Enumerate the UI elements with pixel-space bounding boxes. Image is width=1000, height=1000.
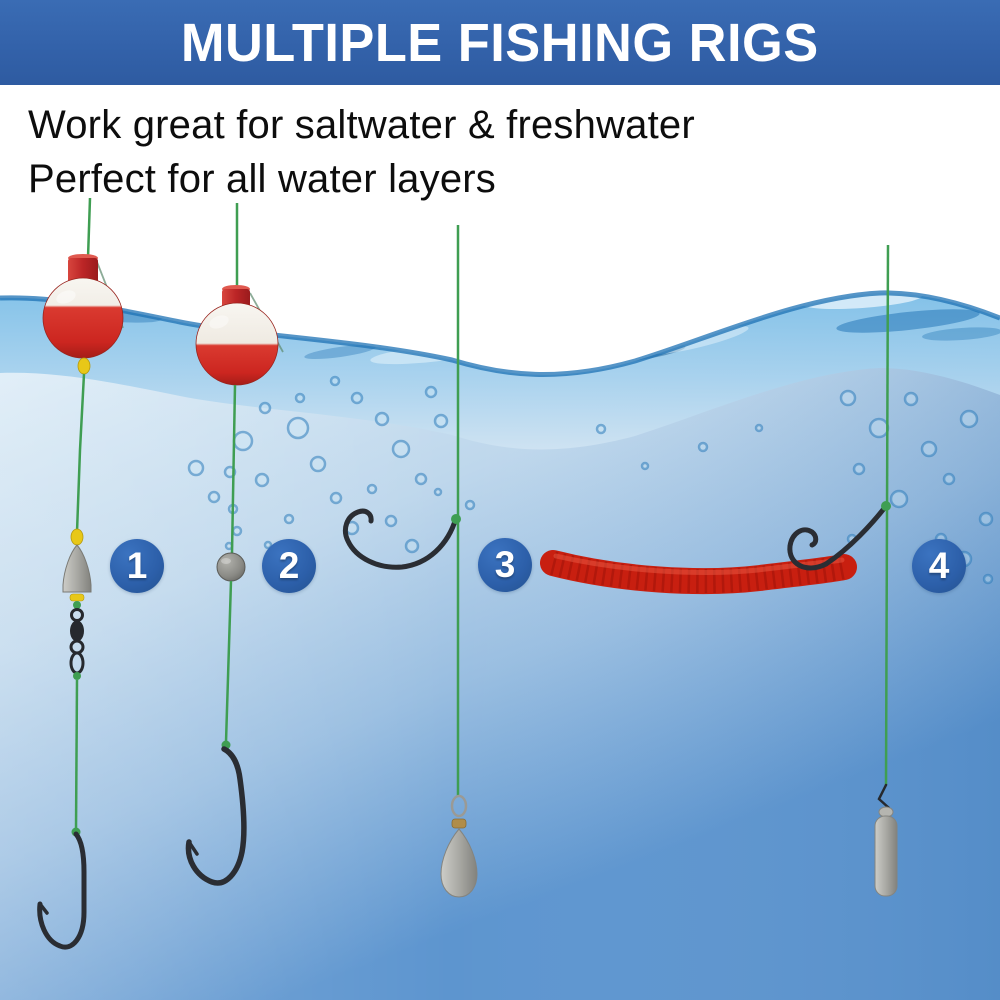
rig-4-pencil-sinker-line bbox=[874, 244, 898, 897]
rig-number-badge-2: 2 bbox=[262, 539, 316, 593]
rig-2-number: 2 bbox=[278, 545, 300, 586]
fishing-hook-icon bbox=[185, 746, 247, 886]
teardrop-sinker-icon bbox=[440, 794, 478, 898]
title-banner: MULTIPLE FISHING RIGS bbox=[0, 0, 1000, 85]
subtitle-line-2: Perfect for all water layers bbox=[28, 157, 496, 201]
subtitle-block: Work great for saltwater & freshwater Pe… bbox=[28, 98, 695, 206]
bobber-float-icon bbox=[42, 254, 124, 359]
barrel-swivel-icon bbox=[69, 608, 85, 675]
pencil-sinker-icon bbox=[874, 783, 898, 897]
rig-3-drop-shot-hook-teardrop-sinker bbox=[342, 225, 478, 898]
rig-number-badge-4: 4 bbox=[912, 539, 966, 593]
rig-1-bobber-bullet-sinker-swivel-hook bbox=[37, 197, 124, 950]
bullet-sinker-icon bbox=[62, 544, 92, 593]
yellow-bead-icon bbox=[70, 528, 84, 546]
bobber-float-icon bbox=[195, 285, 279, 386]
yellow-bead-icon bbox=[77, 357, 91, 375]
rig-4-number: 4 bbox=[928, 545, 950, 586]
fishing-hook-icon bbox=[37, 831, 87, 950]
rig-1-number: 1 bbox=[126, 545, 148, 586]
rig-number-badge-3: 3 bbox=[478, 538, 532, 592]
subtitle-line-1: Work great for saltwater & freshwater bbox=[28, 103, 695, 147]
underwater-scene bbox=[0, 190, 1000, 1000]
rig-3-number: 3 bbox=[494, 544, 516, 585]
rig-2-bobber-split-shot-hook bbox=[185, 203, 284, 886]
page-title: MULTIPLE FISHING RIGS bbox=[181, 12, 819, 73]
surface-line bbox=[0, 290, 1000, 377]
soft-plastic-worm-icon bbox=[540, 550, 857, 595]
worm-hook-icon bbox=[787, 503, 889, 571]
drop-shot-hook-icon bbox=[342, 508, 459, 570]
split-shot-sinker-icon bbox=[216, 552, 246, 582]
rig-number-badge-1: 1 bbox=[110, 539, 164, 593]
